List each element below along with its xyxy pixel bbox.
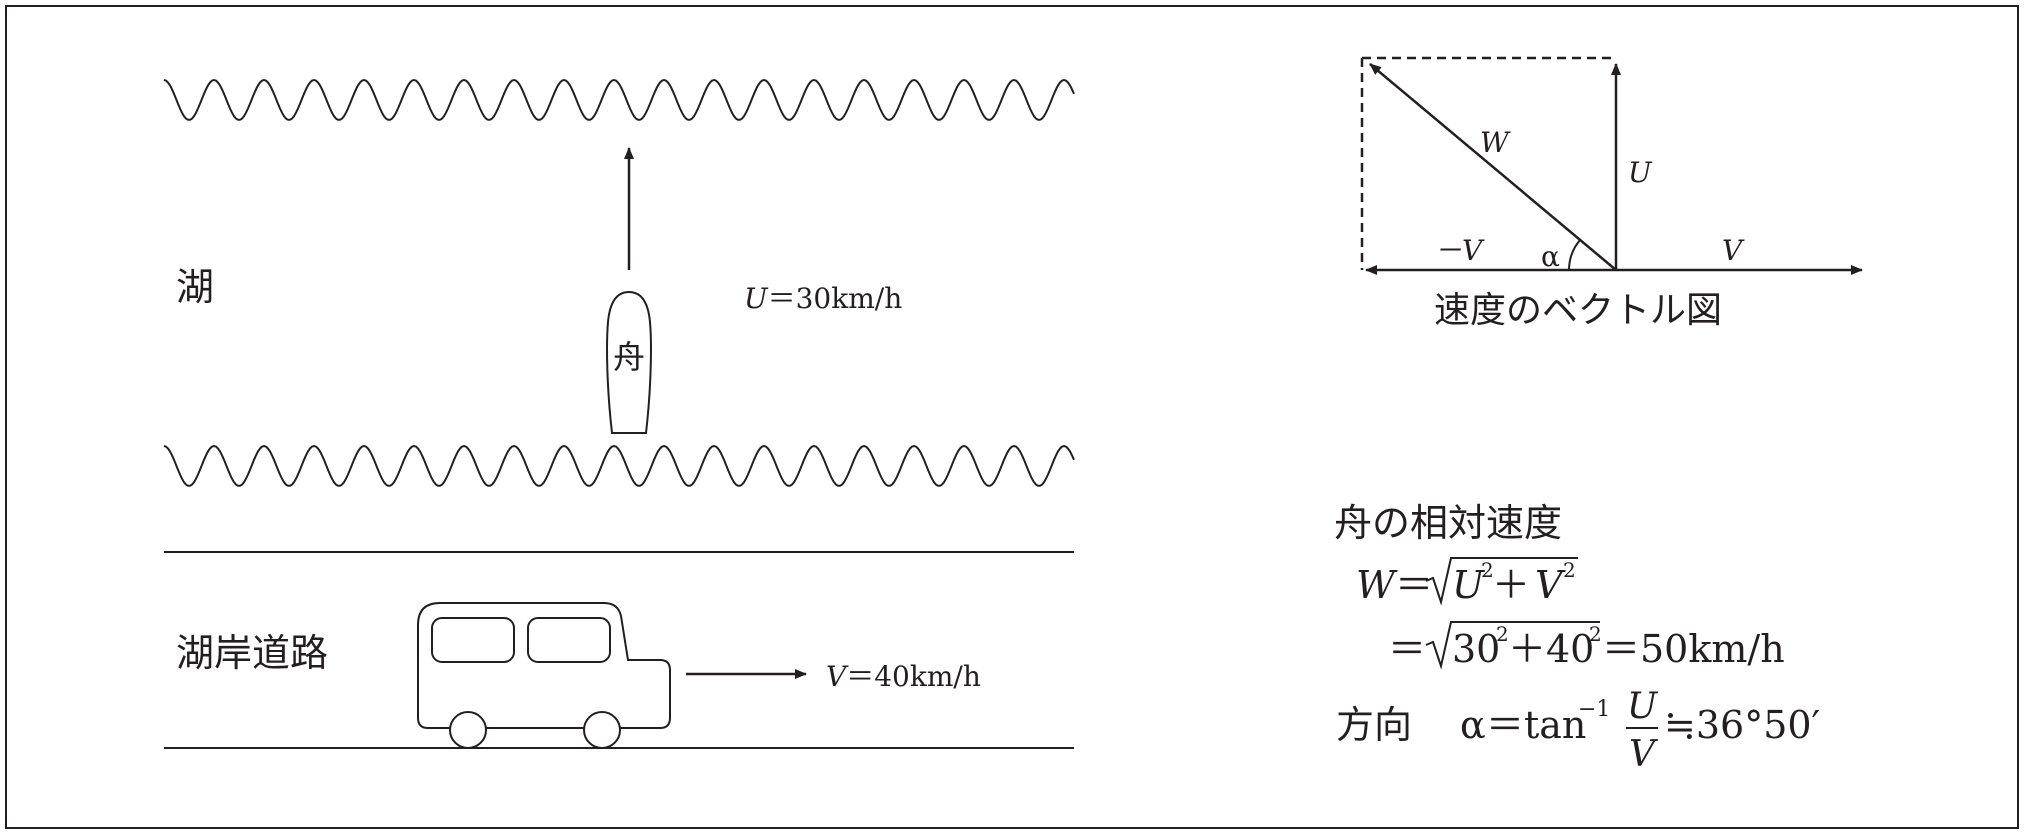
- calc-frac-num: U: [1627, 686, 1659, 727]
- boat-shape: [606, 290, 652, 434]
- sqrt-sign-1: [1425, 557, 1578, 606]
- car-body: [417, 602, 671, 729]
- calc-plus-1: ＋: [1492, 563, 1530, 607]
- figure-frame: [5, 5, 2019, 829]
- car-speed-value: ＝40km/h: [846, 660, 981, 693]
- car-window-rear: [527, 617, 611, 663]
- calc-heading: 舟の相対速度: [1334, 501, 1562, 545]
- calc-alpha: α: [1460, 703, 1486, 747]
- angle-alpha-arc: [1568, 239, 1581, 271]
- boat-speed-value: ＝30km/h: [768, 282, 903, 315]
- calc-eq-2: ＝: [1388, 627, 1426, 671]
- car: [417, 602, 671, 749]
- calculation-block: 舟の相対速度 W＝ U 2 ＋ V 2 ＝ 30 2 ＋ 40 2 ＝50km/…: [1334, 501, 1820, 775]
- boat-speed-var: U: [744, 282, 769, 315]
- angle-alpha-label: α: [1541, 240, 1560, 273]
- calc-result-3: ≒36°50′: [1664, 703, 1820, 747]
- calc-tan: ＝tan: [1486, 703, 1586, 747]
- car-speed-label: V＝40km/h: [826, 660, 981, 693]
- calc-W: W: [1356, 563, 1398, 607]
- boat-speed-label: U＝30km/h: [744, 282, 902, 315]
- calc-tan-exp: −1: [1578, 697, 1610, 722]
- car-speed-var: V: [826, 660, 849, 693]
- lake-lower-shore-wave: [163, 444, 1075, 487]
- calc-result-2: ＝50km/h: [1602, 627, 1785, 671]
- sqrt-sign-2: [1425, 621, 1600, 670]
- car-window-front: [431, 617, 515, 663]
- calc-eq-1: ＝: [1395, 563, 1433, 607]
- car-wheel-front: [449, 711, 487, 749]
- car-wheel-rear: [583, 711, 621, 749]
- boat-label: 舟: [613, 338, 645, 376]
- vector-diagram: W U －V V α 速度のベクトル図: [1360, 56, 1863, 331]
- calc-plus-2: ＋: [1508, 627, 1546, 671]
- calc-line-1-radicand: U: [1452, 563, 1486, 607]
- vector-W-label: W: [1480, 126, 1511, 159]
- lake-label: 湖: [176, 265, 214, 309]
- calc-exp-1b: 2: [1563, 558, 1576, 582]
- vector-V-label: V: [1722, 234, 1745, 267]
- calc-exp-2b: 2: [1589, 622, 1602, 646]
- road-label: 湖岸道路: [176, 631, 328, 675]
- lake-upper-shore-wave: [163, 78, 1075, 121]
- calc-U: U: [1452, 563, 1486, 607]
- calc-40: 40: [1546, 627, 1594, 671]
- calc-line-1: W＝: [1356, 563, 1433, 607]
- calc-direction-label: 方向: [1336, 703, 1412, 747]
- calc-30: 30: [1452, 627, 1500, 671]
- calc-frac-den: V: [1629, 734, 1659, 775]
- vector-minus-V-label: －V: [1434, 234, 1485, 267]
- vector-diagram-caption: 速度のベクトル図: [1434, 290, 1722, 331]
- vector-U-label: U: [1628, 156, 1653, 189]
- vector-W-arrow: [1369, 63, 1617, 271]
- calc-V: V: [1535, 563, 1566, 607]
- calc-exp-1a: 2: [1481, 558, 1494, 582]
- calc-exp-2a: 2: [1496, 622, 1509, 646]
